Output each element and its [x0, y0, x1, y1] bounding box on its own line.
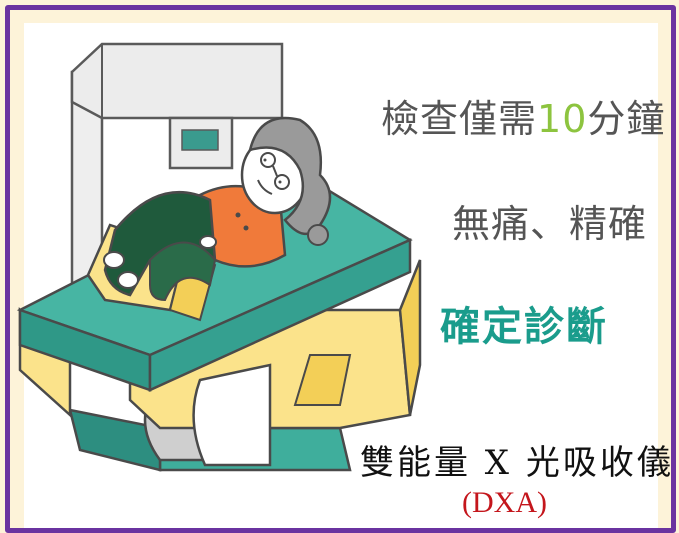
painless-precise-text: 無痛、精確	[452, 202, 648, 246]
headline-number: 10	[537, 97, 588, 141]
diagnosis-highlight: 確定診斷	[440, 304, 608, 350]
poster-frame: 檢查僅需10分鐘 無痛、精確 確定診斷 雙能量 X 光吸收儀 (DXA)	[5, 5, 676, 533]
duration-headline: 檢查僅需10分鐘	[381, 88, 665, 143]
device-name: 雙能量 X 光吸收儀	[360, 443, 674, 483]
dxa-scanner-illustration	[16, 42, 422, 472]
headline-prefix: 檢查僅需	[381, 97, 538, 141]
device-abbreviation: (DXA)	[462, 486, 547, 519]
scanner-window	[181, 129, 219, 151]
headline-suffix: 分鐘	[587, 97, 666, 141]
scanner-arm	[70, 42, 284, 120]
paper-roll	[192, 363, 272, 467]
